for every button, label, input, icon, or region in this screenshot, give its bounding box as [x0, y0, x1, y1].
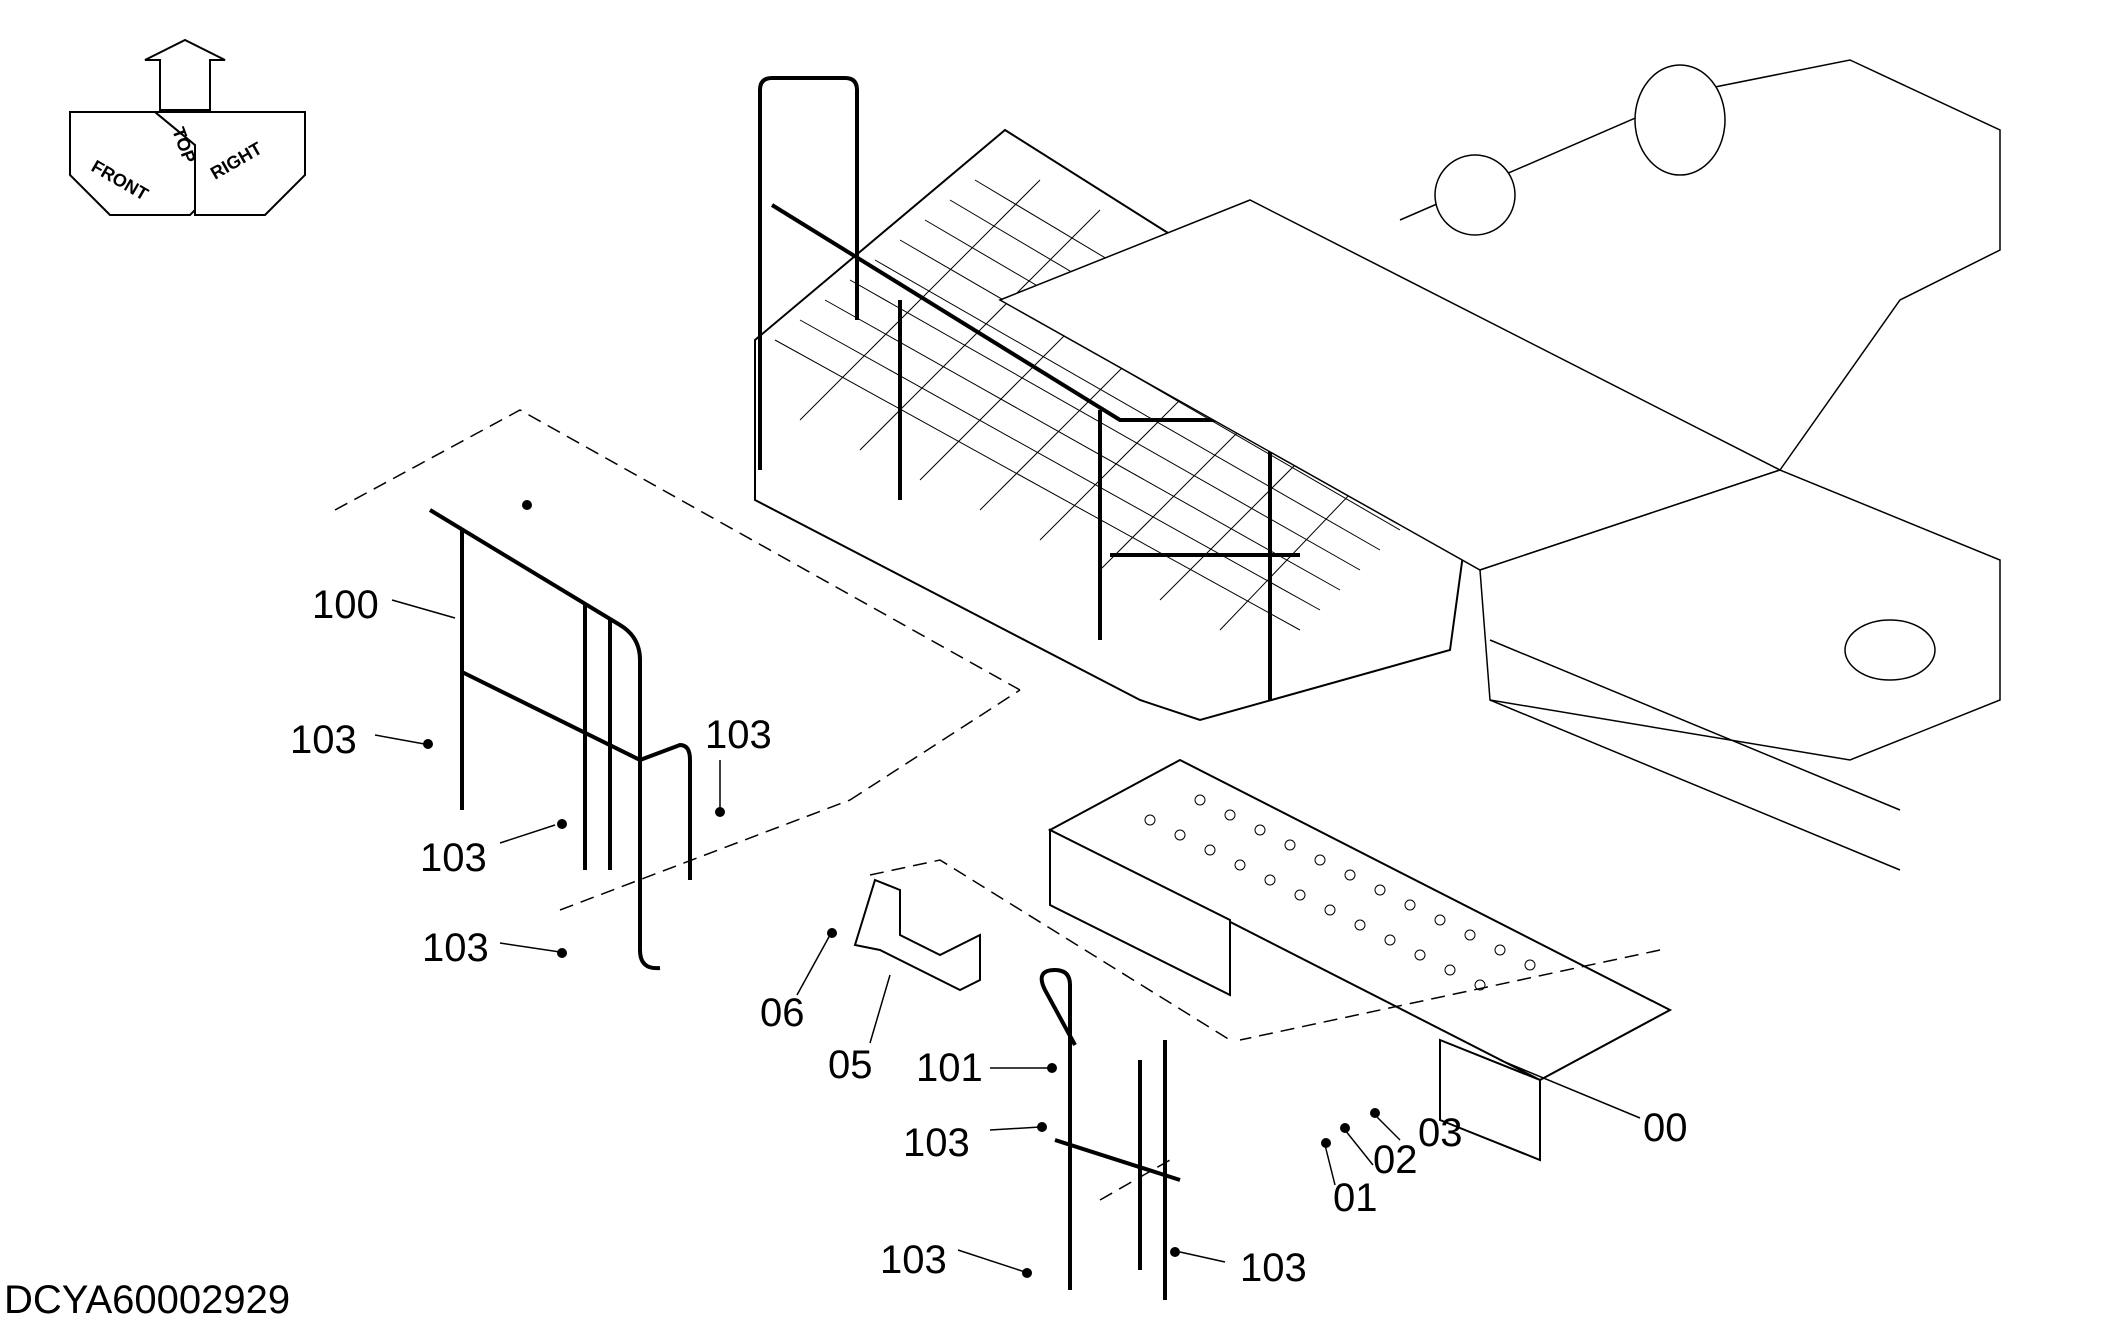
callout-100: 100 [312, 583, 379, 627]
callout-103: 103 [1240, 1246, 1307, 1290]
callout-103: 103 [880, 1238, 947, 1282]
leader-lines [374, 599, 1641, 1273]
step-assembly-00 [1047, 758, 1673, 1162]
callout-05: 05 [828, 1043, 873, 1087]
callout-01: 01 [1333, 1176, 1378, 1220]
handrail-101 [1039, 967, 1181, 1300]
bolts [423, 500, 1380, 1278]
callout-03: 03 [1418, 1111, 1463, 1155]
callout-06: 06 [760, 991, 805, 1035]
callout-00: 00 [1643, 1106, 1688, 1150]
bracket-05 [853, 878, 981, 992]
drawing-id: DCYA60002929 [4, 1278, 291, 1322]
callout-103: 103 [903, 1121, 970, 1165]
main-platform [754, 76, 1482, 722]
callout-103: 103 [290, 718, 357, 762]
callout-103: 103 [420, 836, 487, 880]
callout-02: 02 [1373, 1138, 1418, 1182]
dashed-lines [334, 409, 1661, 1201]
callout-103: 103 [705, 713, 772, 757]
handrail-100 [428, 508, 692, 971]
callout-103: 103 [422, 926, 489, 970]
upper-frame [998, 59, 2001, 871]
orientation-indicator [69, 38, 306, 216]
callout-101: 101 [916, 1046, 983, 1090]
